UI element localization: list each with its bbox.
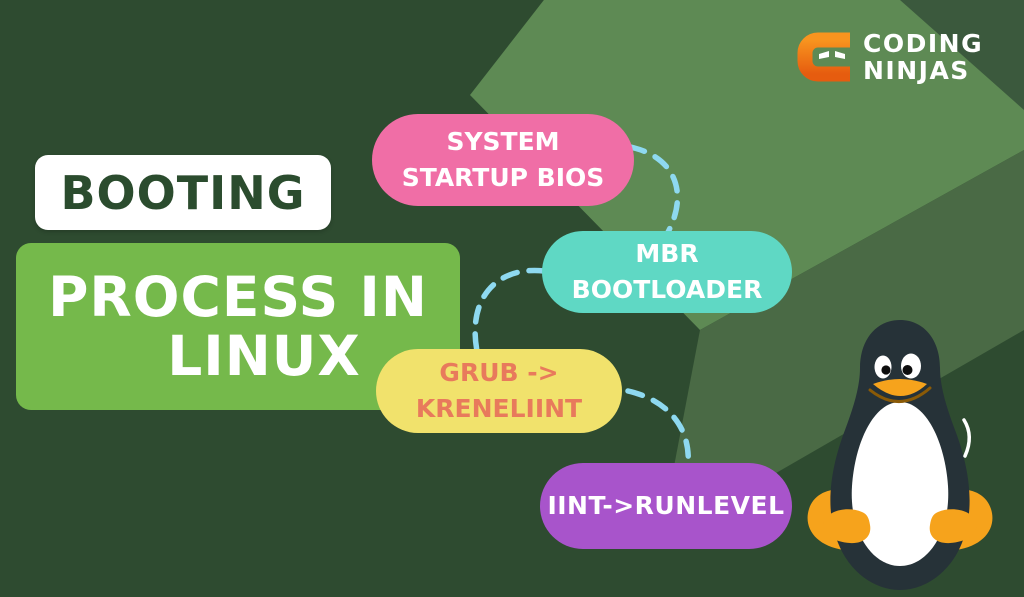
brand-name-line1: CODING <box>863 29 984 58</box>
node-grub-kernel: GRUB -> KRENELIINT <box>376 349 622 433</box>
node-init-runlevel: IINT->RUNLEVEL <box>540 463 792 549</box>
coding-ninjas-logo-icon <box>797 32 850 82</box>
title-process-line: PROCESS IN <box>48 264 428 329</box>
node-label: STARTUP BIOS <box>401 163 605 192</box>
node-label: KRENELIINT <box>415 394 583 423</box>
brand-name-line2: NINJAS <box>863 56 970 85</box>
tux-penguin-icon <box>807 320 993 590</box>
node-label: GRUB -> <box>439 357 559 387</box>
node-system-startup-bios: SYSTEM STARTUP BIOS <box>372 114 634 206</box>
node-mbr-bootloader: MBR BOOTLOADER <box>542 231 792 313</box>
node-label: MBR <box>635 238 699 268</box>
node-label: IINT->RUNLEVEL <box>547 490 785 520</box>
title-booting-box: BOOTING <box>35 155 331 230</box>
node-label: SYSTEM <box>446 126 560 156</box>
title-booting-text: BOOTING <box>60 165 306 220</box>
title-linux-line: LINUX <box>167 323 361 388</box>
brand-name: CODING NINJAS <box>863 30 983 84</box>
title-process-box: PROCESS IN LINUX <box>16 243 460 410</box>
node-label: BOOTLOADER <box>571 275 763 304</box>
brand-logo: CODING NINJAS <box>794 27 983 87</box>
